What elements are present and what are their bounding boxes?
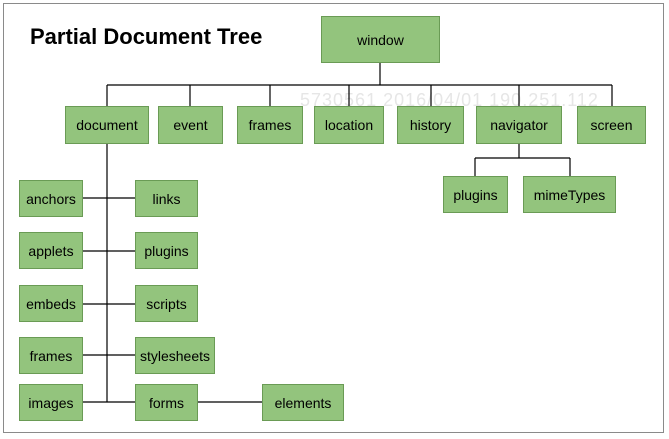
node-navigator-plugins: plugins <box>443 176 508 213</box>
node-elements: elements <box>262 384 344 421</box>
node-screen: screen <box>577 106 646 144</box>
diagram-frame <box>3 3 664 433</box>
node-history: history <box>397 106 464 144</box>
node-document-frames: frames <box>19 337 83 374</box>
node-document-plugins: plugins <box>135 232 198 269</box>
node-images: images <box>19 384 83 421</box>
node-frames: frames <box>237 106 303 144</box>
node-window: window <box>321 16 440 63</box>
diagram-title: Partial Document Tree <box>30 24 263 49</box>
node-scripts: scripts <box>135 285 198 322</box>
node-event: event <box>158 106 223 144</box>
node-forms: forms <box>135 384 198 421</box>
watermark: 5730561 2016/04/01 190.251.112 <box>300 90 599 110</box>
node-mimetypes: mimeTypes <box>523 176 616 213</box>
node-applets: applets <box>19 232 83 269</box>
node-stylesheets: stylesheets <box>135 337 215 374</box>
node-embeds: embeds <box>19 285 83 322</box>
node-document: document <box>65 106 149 144</box>
node-links: links <box>135 180 198 217</box>
node-navigator: navigator <box>476 106 562 144</box>
node-anchors: anchors <box>19 180 83 217</box>
node-location: location <box>314 106 384 144</box>
